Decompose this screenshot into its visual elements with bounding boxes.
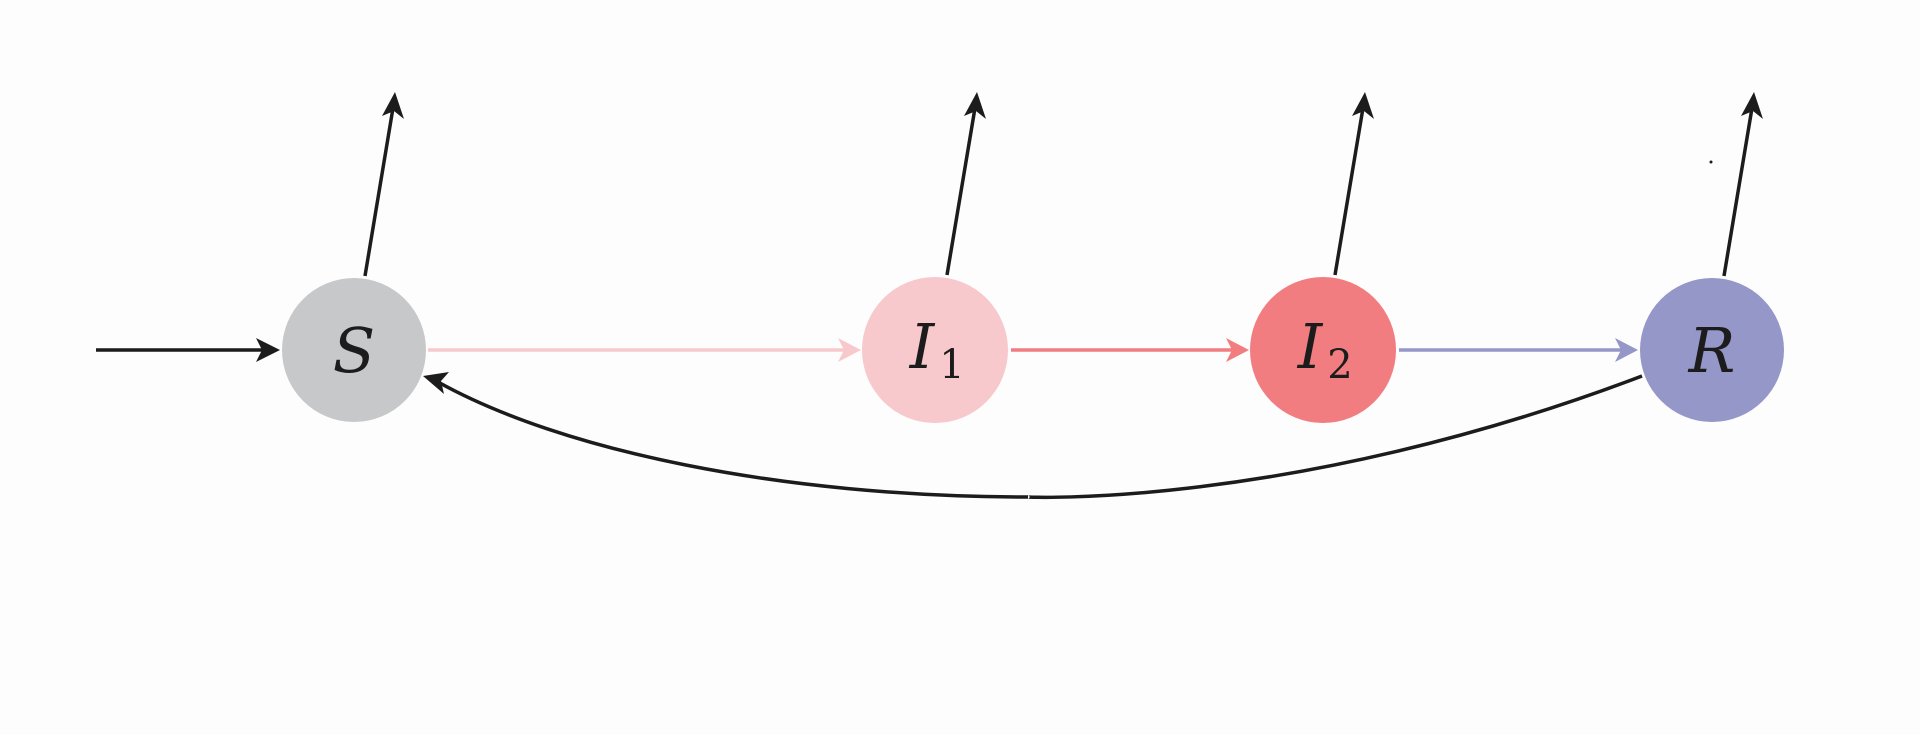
arrowhead-icon xyxy=(256,338,280,362)
node-R: R xyxy=(1640,278,1784,422)
node-S: S xyxy=(282,278,426,422)
node-I2: I 2 xyxy=(1250,277,1396,423)
node-label: R xyxy=(1688,314,1736,387)
edge-inflow-to-S xyxy=(96,338,280,362)
arrowhead-icon xyxy=(1352,92,1374,119)
stray-dot xyxy=(1709,160,1713,164)
node-circle xyxy=(1640,278,1784,422)
edge-S-to-I1 xyxy=(428,338,861,362)
arrowhead-icon xyxy=(964,92,986,119)
node-subscript: 2 xyxy=(1327,342,1352,388)
arrowhead-icon xyxy=(1226,338,1249,362)
arrowhead-icon xyxy=(838,338,861,362)
node-label: I xyxy=(1297,310,1324,383)
node-circle xyxy=(1250,277,1396,423)
edge-I1-to-I2 xyxy=(1011,338,1249,362)
node-I1: I 1 xyxy=(862,277,1008,423)
arrowhead-icon xyxy=(1741,92,1763,119)
edge-I2-to-R xyxy=(1399,338,1638,362)
node-label: I xyxy=(909,310,936,383)
edge-I1-outflow xyxy=(945,92,986,276)
arrowhead-icon xyxy=(1615,338,1638,362)
node-circle xyxy=(862,277,1008,423)
edge-I2-outflow xyxy=(1333,92,1374,276)
edge-R-outflow xyxy=(1722,92,1763,277)
edge-S-outflow xyxy=(363,92,404,277)
node-circle xyxy=(282,278,426,422)
arrowhead-icon xyxy=(382,92,404,119)
node-subscript: 1 xyxy=(939,342,964,388)
node-label: S xyxy=(333,314,375,387)
edge-R-to-S-curved xyxy=(423,372,1643,500)
arrowhead-icon xyxy=(423,372,449,394)
